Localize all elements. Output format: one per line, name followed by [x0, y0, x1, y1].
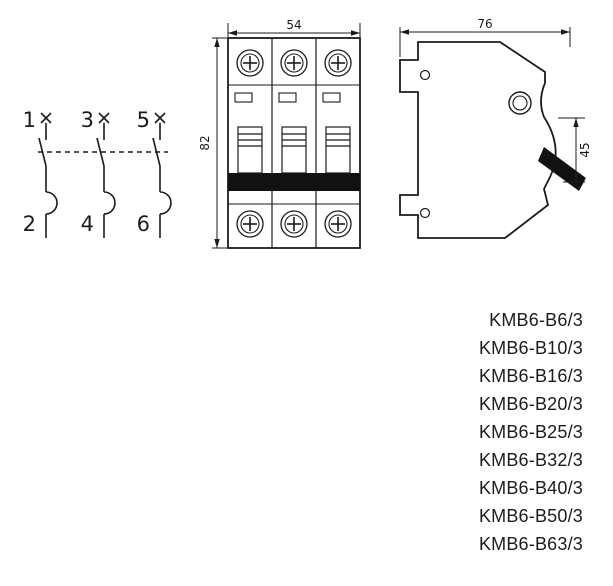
model-item: KMB6-B32/3 — [478, 450, 583, 470]
model-item: KMB6-B16/3 — [478, 366, 583, 386]
depth-dim-label: 76 — [477, 17, 492, 31]
lever-dimension: 45 — [558, 117, 594, 183]
width-dimension: 54 — [227, 17, 361, 37]
label-window — [234, 92, 253, 103]
housing-outline — [227, 37, 361, 249]
height-dimension: 82 — [200, 37, 227, 249]
front-view-drawing: 54 82 — [200, 17, 361, 249]
schematic-pole-1 — [38, 112, 58, 238]
toggle-lever — [538, 147, 586, 191]
schematic-pole-5 — [152, 112, 172, 238]
toggle-bar — [228, 173, 360, 191]
pole-label-5: 5 — [137, 108, 150, 132]
model-item: KMB6-B10/3 — [478, 338, 583, 358]
side-view-drawing: 76 45 — [399, 16, 594, 239]
model-item: KMB6-B6/3 — [489, 310, 583, 330]
schematic-pole-3 — [96, 112, 116, 238]
pole-label-6: 6 — [137, 212, 150, 236]
depth-dimension: 76 — [399, 16, 571, 57]
pole-label-2: 2 — [23, 212, 36, 236]
rivet-top — [419, 69, 431, 81]
lever-dim-label: 45 — [578, 142, 592, 157]
height-dim-label: 82 — [200, 135, 212, 150]
side-profile-outline — [399, 41, 557, 239]
model-item: KMB6-B20/3 — [478, 394, 583, 414]
model-item: KMB6-B25/3 — [478, 422, 583, 442]
toggle-handles — [237, 126, 351, 174]
label-window — [322, 92, 341, 103]
top-terminal-screws — [236, 49, 352, 77]
model-list: KMB6-B6/3 KMB6-B10/3 KMB6-B16/3 KMB6-B20… — [479, 306, 583, 558]
model-item: KMB6-B50/3 — [478, 506, 583, 526]
bottom-terminal-screws — [236, 210, 352, 238]
pole-label-1: 1 — [23, 108, 36, 132]
model-item: KMB6-B40/3 — [478, 478, 583, 498]
pole-label-4: 4 — [81, 212, 94, 236]
pole-label-3: 3 — [81, 108, 94, 132]
rivet-bottom — [419, 207, 431, 219]
assembly-screw — [508, 91, 532, 115]
width-dim-label: 54 — [286, 18, 301, 32]
model-item: KMB6-B63/3 — [478, 534, 583, 554]
label-window — [278, 92, 297, 103]
circuit-schematic: 1 3 5 2 4 6 — [23, 108, 172, 238]
